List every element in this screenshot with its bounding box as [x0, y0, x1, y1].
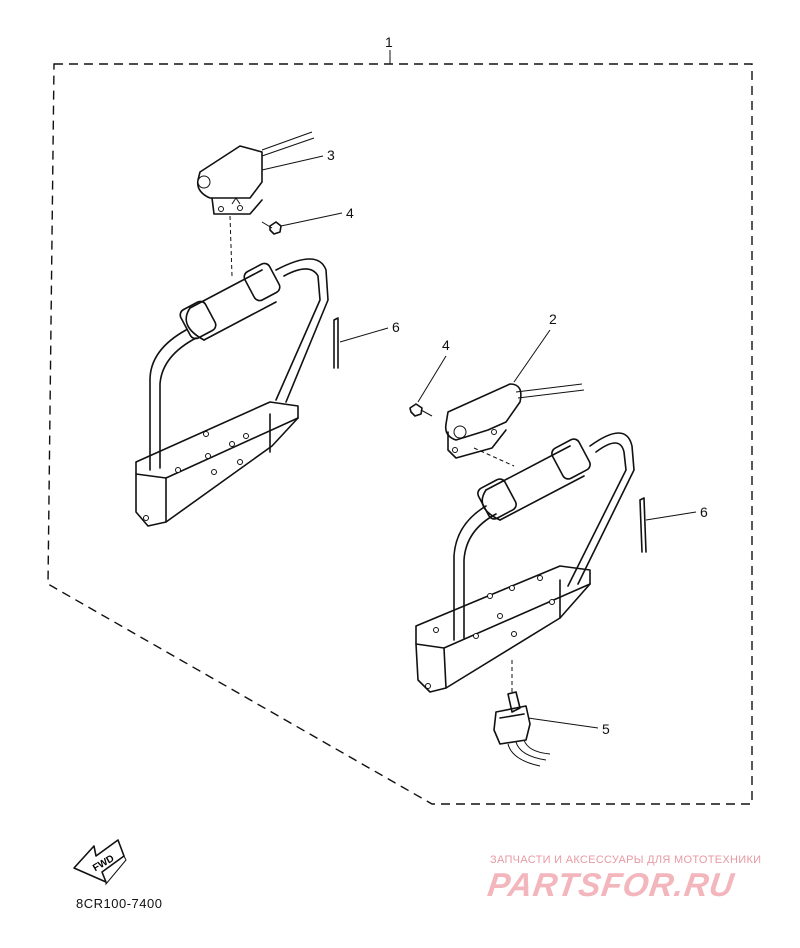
- callout-leader-2: [513, 329, 551, 383]
- part-2-holder-cap: [444, 383, 585, 459]
- callout-2: 2: [549, 311, 557, 327]
- part-4-screw-left: [261, 221, 282, 235]
- part-6-pin-left: [333, 317, 339, 369]
- watermark-brand: PARTSFOR.RU: [485, 866, 737, 903]
- fwd-arrow-icon: [73, 839, 127, 886]
- assembly-frame: [47, 63, 753, 805]
- callout-leader-6a: [339, 327, 389, 343]
- callout-leader-5: [527, 717, 599, 729]
- callout-5: 5: [602, 721, 610, 737]
- callout-leader-4a: [280, 212, 343, 227]
- part-6-pin-right: [639, 497, 647, 553]
- callout-leader-6b: [645, 511, 697, 521]
- left-grip-assembly: [135, 258, 329, 527]
- part-5-switch: [493, 691, 551, 767]
- right-grip-assembly: [415, 432, 635, 693]
- callout-6a: 6: [392, 319, 400, 335]
- callout-4b: 4: [442, 337, 450, 353]
- callout-1: 1: [385, 34, 393, 50]
- callout-6b: 6: [700, 504, 708, 520]
- part-3-holder-cap: [196, 131, 315, 215]
- callout-3: 3: [327, 147, 335, 163]
- part-4-screw-right: [409, 403, 433, 417]
- callout-leader-3: [261, 155, 324, 171]
- diagram-code: 8CR100-7400: [76, 896, 163, 911]
- callout-4a: 4: [346, 205, 354, 221]
- callout-leader-4b: [417, 355, 447, 403]
- watermark-tagline: ЗАПЧАСТИ И АКСЕССУАРЫ ДЛЯ МОТОТЕХНИКИ: [490, 854, 762, 866]
